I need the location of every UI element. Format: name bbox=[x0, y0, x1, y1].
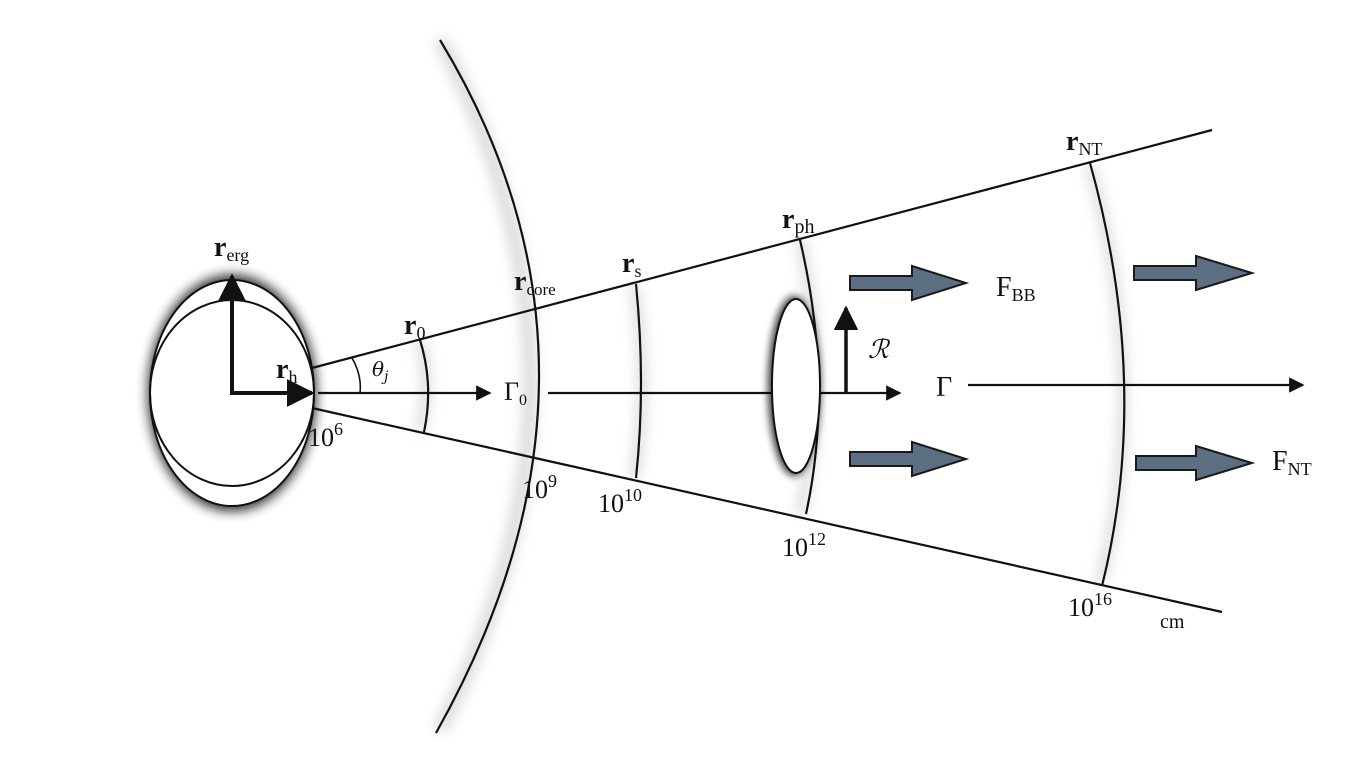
photosphere-disc bbox=[768, 296, 821, 476]
fbb-arrow-bottom bbox=[849, 440, 970, 478]
jet-cone bbox=[311, 128, 1223, 614]
label-r-core: rcore bbox=[514, 266, 556, 299]
label-F-BB: FBB bbox=[996, 272, 1036, 305]
arc-rNT bbox=[1088, 162, 1126, 587]
fnt-arrow-top bbox=[1133, 254, 1256, 292]
label-gamma: Γ bbox=[936, 372, 952, 403]
disc bbox=[771, 298, 821, 474]
label-F-NT: FNT bbox=[1272, 446, 1312, 479]
fbb-arrow-top bbox=[849, 264, 970, 302]
tick-r-NT: 1016 bbox=[1068, 589, 1112, 622]
label-r-0: r0 bbox=[404, 310, 425, 343]
jet-lower-edge bbox=[311, 406, 1223, 614]
label-r-s: rs bbox=[622, 248, 641, 281]
label-r-ph: rph bbox=[782, 204, 814, 238]
label-r-NT: rNT bbox=[1066, 126, 1102, 159]
flux-arrows bbox=[849, 254, 1256, 482]
arc-rs bbox=[634, 283, 643, 479]
tick-r-core: 109 bbox=[522, 471, 557, 504]
theta-j-arc bbox=[351, 357, 362, 394]
arc-rcore bbox=[435, 39, 541, 734]
label-r-h: rh bbox=[276, 354, 297, 387]
tick-r-s: 1010 bbox=[598, 485, 642, 518]
labels: rerg rh r0 rcore rs rph rNT θj Γ0 Γ ℛ FB… bbox=[214, 126, 1312, 633]
label-curly-R: ℛ bbox=[868, 335, 891, 365]
arc-r0 bbox=[418, 339, 430, 433]
jet-upper-edge bbox=[311, 128, 1213, 370]
label-gamma-0: Γ0 bbox=[504, 377, 527, 409]
fnt-arrow-bottom bbox=[1135, 444, 1256, 482]
tick-r-ph: 1012 bbox=[782, 529, 826, 562]
bh-radius-arrows bbox=[218, 273, 315, 407]
tick-r-h: 106 bbox=[308, 419, 343, 452]
label-theta-j: θj bbox=[372, 357, 389, 385]
unit-label: cm bbox=[1160, 611, 1185, 633]
jet-axis bbox=[318, 377, 1305, 401]
label-r-erg: rerg bbox=[214, 232, 249, 265]
